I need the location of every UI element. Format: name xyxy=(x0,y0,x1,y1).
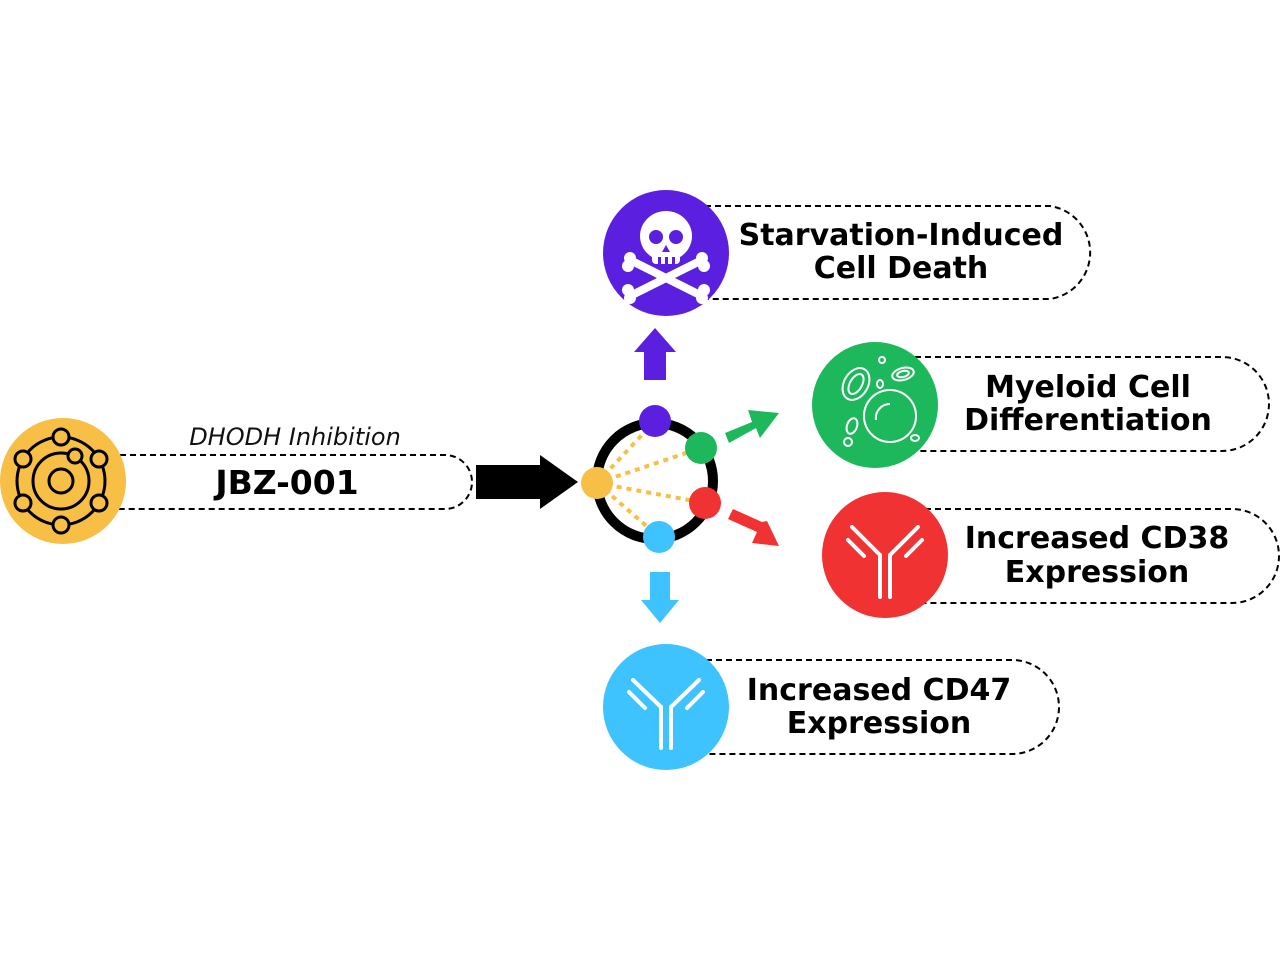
arrow-myeloid xyxy=(725,410,779,443)
hub-node-cd38 xyxy=(689,487,721,519)
antibody-icon xyxy=(603,644,729,770)
outcome-cd38-label-1: Increased CD38 xyxy=(965,521,1229,556)
main-arrow xyxy=(476,455,578,509)
hub-node-cd47 xyxy=(643,521,675,553)
outcome-myeloid-label-1: Myeloid Cell xyxy=(985,370,1191,405)
outcome-myeloid-pill xyxy=(875,356,1270,452)
hub-node-drug xyxy=(581,467,613,499)
outcome-myeloid: Myeloid Cell Differentiation xyxy=(812,342,1270,468)
skull-crossbones-icon xyxy=(603,190,729,316)
molecule-icon xyxy=(0,418,126,544)
outcome-cd38-label-2: Expression xyxy=(1005,555,1189,590)
arrow-cd47 xyxy=(641,572,679,623)
cells-icon xyxy=(812,342,938,468)
drug-subtitle: DHODH Inhibition xyxy=(189,423,401,451)
outcome-death-label-2: Cell Death xyxy=(814,251,989,286)
outcome-cd47-label-1: Increased CD47 xyxy=(747,673,1011,708)
hub-node-myeloid xyxy=(685,432,717,464)
drug-name: JBZ-001 xyxy=(213,463,358,502)
outcome-cd47-pill xyxy=(666,659,1060,755)
hub xyxy=(581,405,721,553)
outcome-cd47-label-2: Expression xyxy=(787,706,971,741)
arrow-death xyxy=(634,328,676,380)
hub-node-death xyxy=(639,405,671,437)
outcome-death-pill xyxy=(665,205,1092,300)
outcome-cd38: Increased CD38 Expression xyxy=(822,492,1280,618)
drug-group: DHODH Inhibition JBZ-001 xyxy=(0,418,473,544)
arrow-cd38 xyxy=(728,509,779,546)
outcome-cd38-pill xyxy=(885,508,1280,604)
outcome-death: Starvation-Induced Cell Death xyxy=(603,190,1092,316)
drug-pill xyxy=(60,454,473,510)
outcome-myeloid-label-2: Differentiation xyxy=(964,403,1212,438)
antibody-icon xyxy=(822,492,948,618)
outcome-death-label-1: Starvation-Induced xyxy=(739,218,1064,253)
outcome-cd47: Increased CD47 Expression xyxy=(603,644,1060,770)
